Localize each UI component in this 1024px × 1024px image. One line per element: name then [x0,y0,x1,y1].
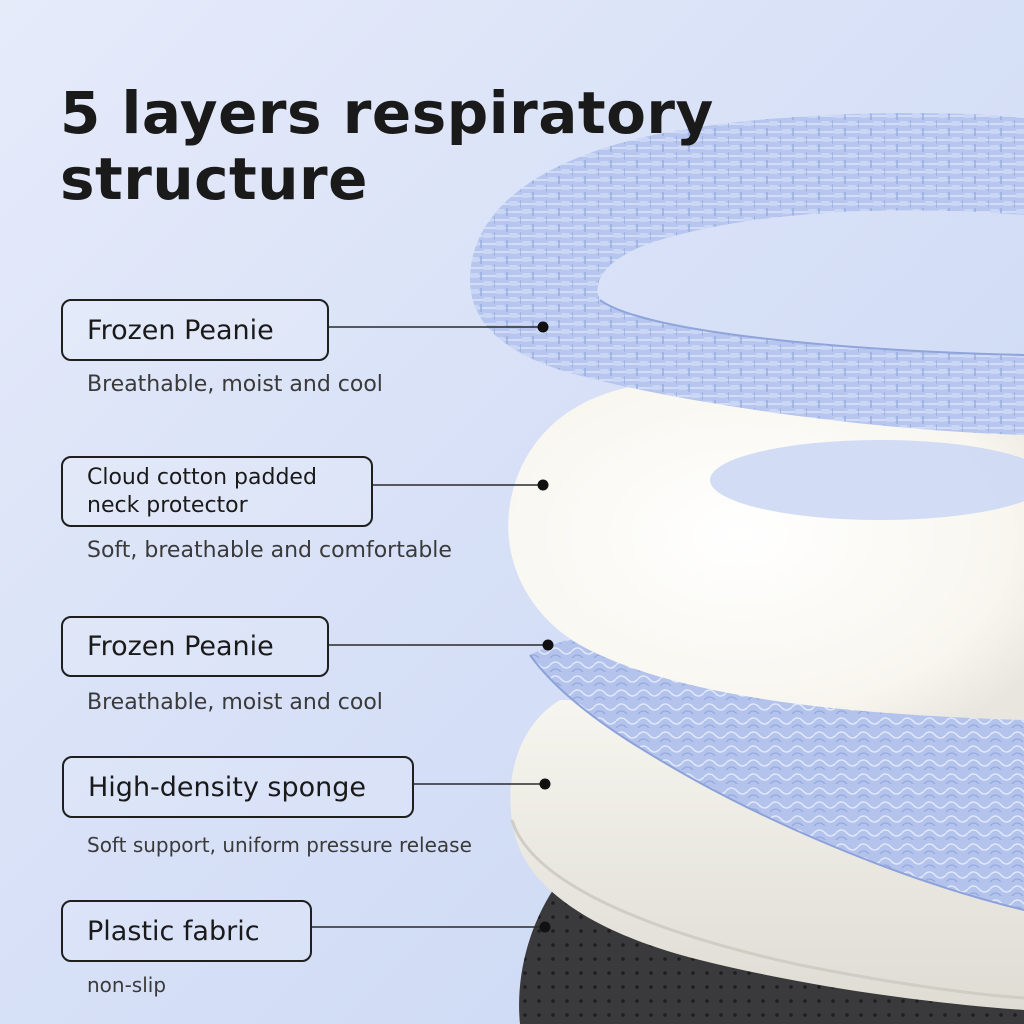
top-ice-fabric-ring [470,113,1024,435]
cloud-cotton-layer [508,384,1024,720]
layer-description: Breathable, moist and cool [87,372,383,397]
layer-label-cloud-cotton: Cloud cotton padded neck protector [61,456,373,527]
page-title: 5 layers respiratory structure [60,80,714,212]
title-line-1: 5 layers respiratory [60,79,714,147]
layer-description: Breathable, moist and cool [87,690,383,715]
layer-label-plastic-fabric: Plastic fabric [61,900,312,962]
title-line-2: structure [60,145,368,213]
leader-dots [537,321,554,933]
layer-label-line: Cloud cotton padded [87,465,317,490]
layer-label-frozen-peanie-middle: Frozen Peanie [61,616,329,677]
layer-description: Soft support, uniform pressure release [87,833,472,857]
layer-label-frozen-peanie-top: Frozen Peanie [61,299,329,361]
layer-label-line: neck protector [87,493,248,518]
layer-label-high-density-sponge: High-density sponge [62,756,414,818]
layer-description: Soft, breathable and comfortable [87,538,452,563]
layer-description: non-slip [87,973,167,997]
leader-lines [312,326,548,928]
